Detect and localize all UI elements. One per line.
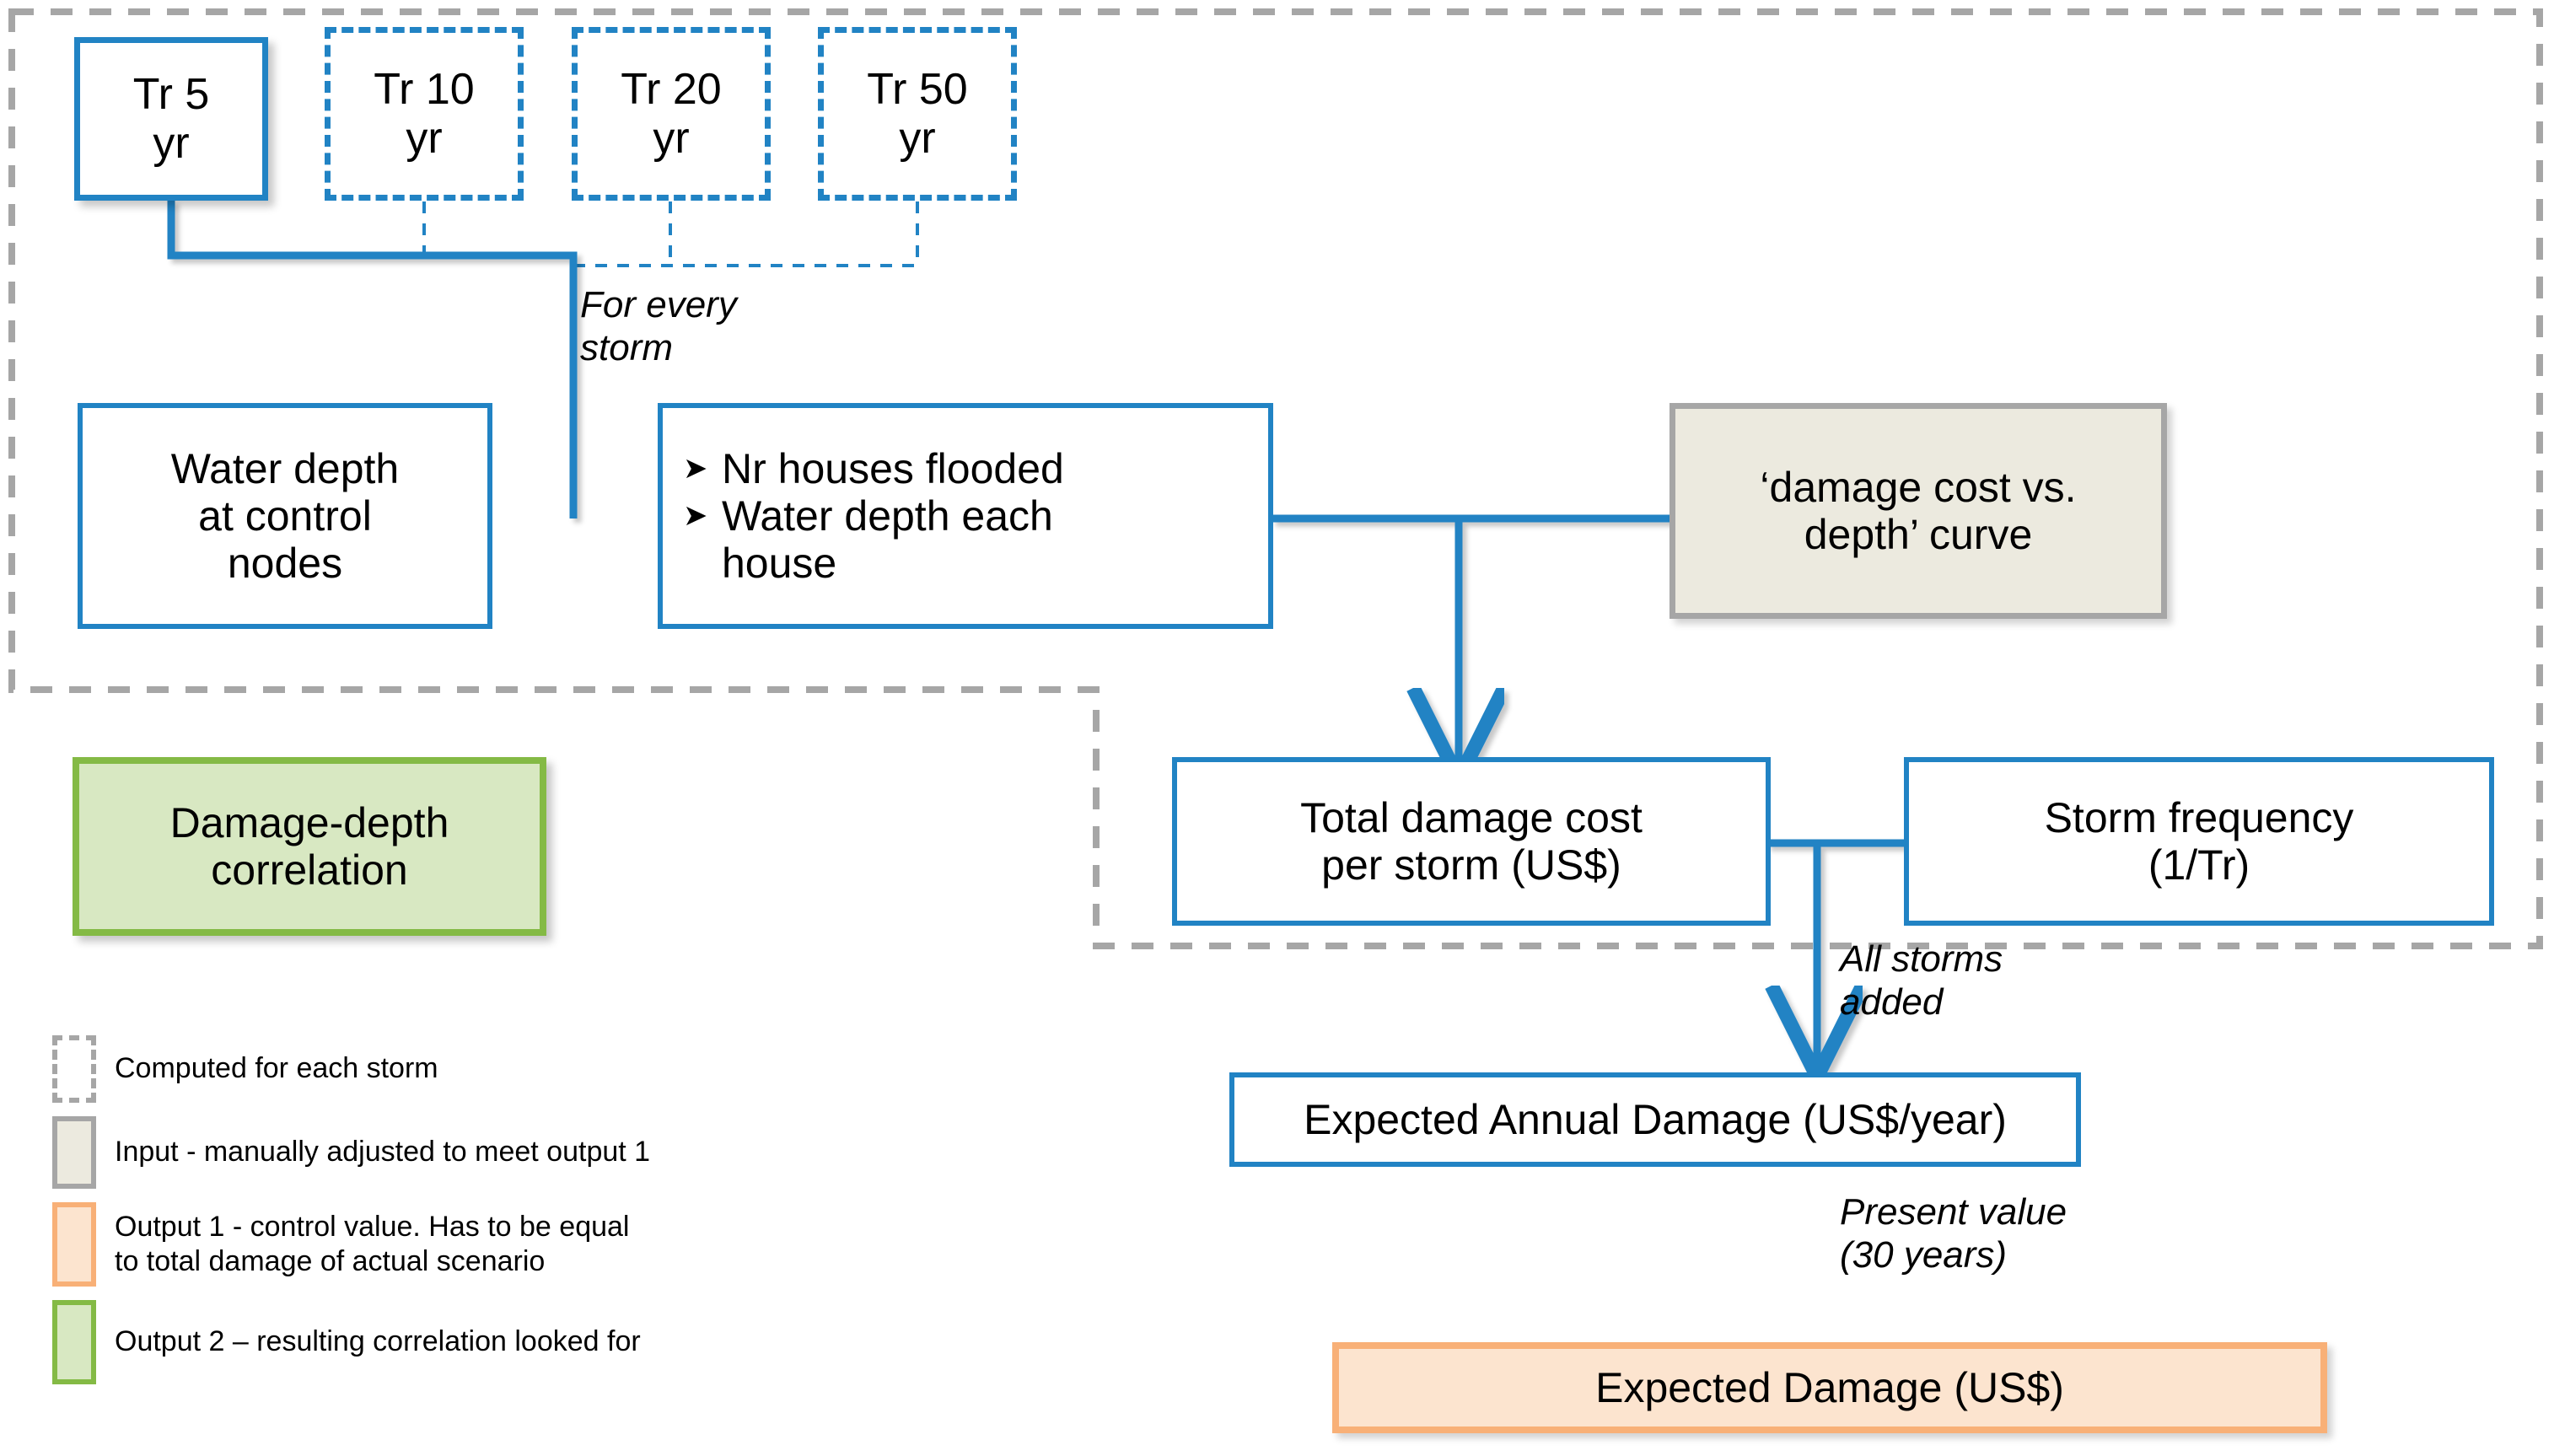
- node-total-damage-cost-per-storm[interactable]: Total damage cost per storm (US$): [1172, 757, 1771, 926]
- bullet-water-depth-each-house: Water depth each: [681, 492, 1268, 540]
- node-water-depth-label: Water depth at control nodes: [170, 445, 400, 587]
- storm-node-tr5[interactable]: Tr 5 yr: [74, 37, 268, 201]
- storm-node-tr20-label: Tr 20 yr: [621, 64, 722, 163]
- node-expected-annual-damage[interactable]: Expected Annual Damage (US$/year): [1229, 1072, 2081, 1167]
- legend-swatch-dashed-gray: [52, 1035, 96, 1103]
- node-water-depth-at-control-nodes[interactable]: Water depth at control nodes: [78, 403, 492, 629]
- node-damage-cost-vs-depth-curve[interactable]: ‘damage cost vs. depth’ curve: [1670, 403, 2167, 619]
- node-damage-curve-label: ‘damage cost vs. depth’ curve: [1760, 464, 2077, 558]
- legend-row-output-1: Output 1 - control value. Has to be equa…: [52, 1202, 1233, 1287]
- legend-row-input: Input - manually adjusted to meet output…: [52, 1116, 1233, 1189]
- storm-node-tr50-label: Tr 50 yr: [867, 64, 968, 163]
- legend-swatch-filled-orange: [52, 1202, 96, 1287]
- storm-node-tr10[interactable]: Tr 10 yr: [325, 27, 524, 201]
- storm-dashed-links: [422, 201, 919, 267]
- results-to-total-damage-link: [1272, 514, 1680, 771]
- node-expected-damage[interactable]: Expected Damage (US$): [1332, 1342, 2327, 1433]
- node-damage-depth-correlation[interactable]: Damage-depth correlation: [73, 757, 546, 936]
- legend: Computed for each storm Input - manually…: [52, 1035, 1233, 1398]
- legend-label-input: Input - manually adjusted to meet output…: [115, 1136, 651, 1169]
- bullet-water-depth-each-house-cont: house: [722, 540, 837, 587]
- legend-row-output-2: Output 2 – resulting correlation looked …: [52, 1300, 1233, 1384]
- storm-node-tr5-label: Tr 5 yr: [132, 69, 210, 168]
- node-storm-frequency-label: Storm frequency (1/Tr): [2044, 794, 2354, 889]
- node-house-results[interactable]: Nr houses flooded Water depth each house: [658, 403, 1273, 629]
- legend-label-output-1: Output 1 - control value. Has to be equa…: [115, 1210, 630, 1277]
- node-damage-depth-correlation-label: Damage-depth correlation: [169, 799, 449, 894]
- storm-node-tr10-label: Tr 10 yr: [374, 64, 475, 163]
- legend-label-output-2: Output 2 – resulting correlation looked …: [115, 1325, 641, 1358]
- node-total-damage-label: Total damage cost per storm (US$): [1300, 794, 1643, 889]
- storm-node-tr20[interactable]: Tr 20 yr: [572, 27, 771, 201]
- edge-label-all-storms-added: All storms added: [1840, 938, 2003, 1023]
- node-expected-damage-label: Expected Damage (US$): [1595, 1364, 2064, 1411]
- bullet-nr-houses-flooded: Nr houses flooded: [681, 445, 1268, 492]
- node-house-results-list: Nr houses flooded Water depth each house: [663, 445, 1268, 587]
- legend-swatch-filled-gray: [52, 1116, 96, 1189]
- edge-label-present-value: Present value (30 years): [1840, 1191, 2067, 1276]
- node-storm-frequency[interactable]: Storm frequency (1/Tr): [1904, 757, 2494, 926]
- node-expected-annual-damage-label: Expected Annual Damage (US$/year): [1304, 1096, 2007, 1143]
- legend-row-computed-each-storm: Computed for each storm: [52, 1035, 1233, 1103]
- storm-node-tr50[interactable]: Tr 50 yr: [818, 27, 1017, 201]
- legend-label-computed-each-storm: Computed for each storm: [115, 1052, 438, 1085]
- edge-label-for-every-storm: For every storm: [580, 284, 737, 369]
- legend-swatch-filled-green: [52, 1300, 96, 1384]
